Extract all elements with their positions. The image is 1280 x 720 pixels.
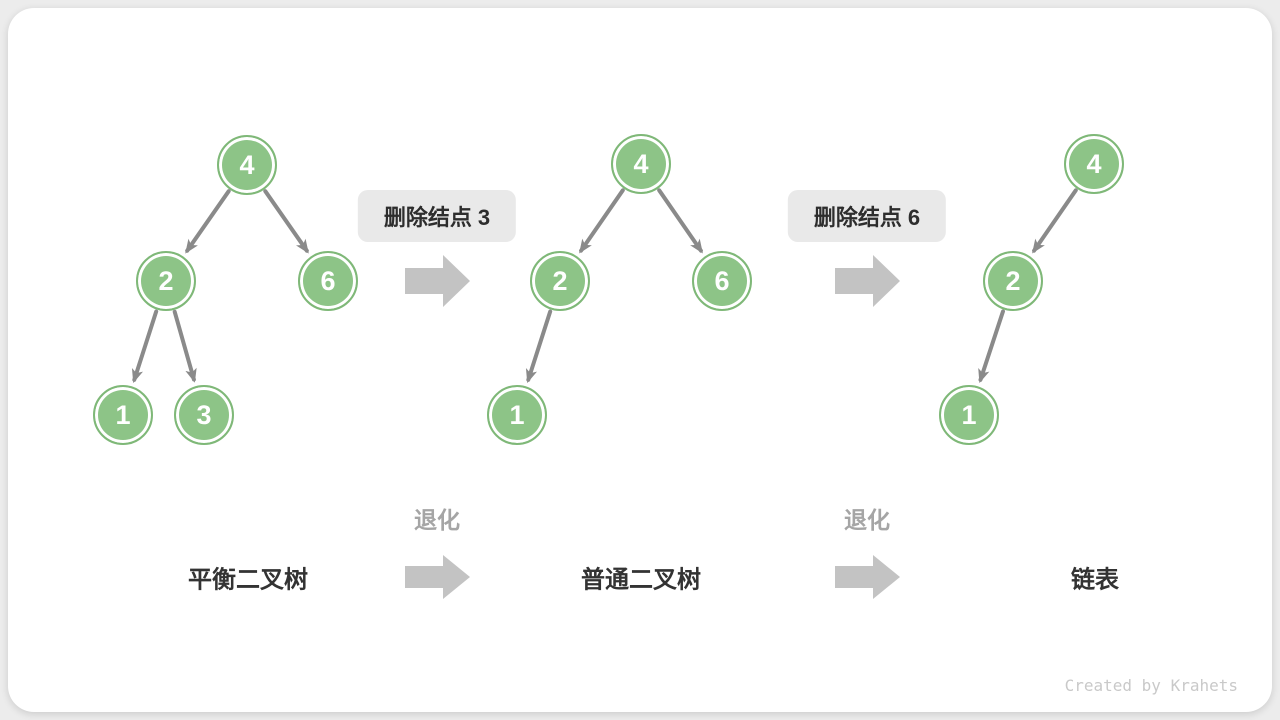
- degrade-label: 退化: [414, 507, 460, 533]
- stage-label-balanced-binary-tree: 平衡二叉树: [188, 566, 308, 594]
- tree-node-linked-list-2: 2: [983, 251, 1043, 311]
- right-arrow-icon: [405, 255, 470, 307]
- right-arrow-icon: [405, 555, 470, 599]
- tree-node-ordinary-binary-tree-4: 4: [611, 134, 671, 194]
- operation-label-delete-node-6: 删除结点 6: [787, 190, 947, 242]
- right-arrow-icon: [835, 555, 900, 599]
- tree-node-ordinary-binary-tree-2: 2: [530, 251, 590, 311]
- degrade-label: 退化: [844, 507, 890, 533]
- tree-node-ordinary-binary-tree-6: 6: [692, 251, 752, 311]
- tree-node-balanced-binary-tree-2: 2: [136, 251, 196, 311]
- right-arrow-icon: [835, 255, 900, 307]
- credit-text: Created by Krahets: [1064, 676, 1238, 695]
- tree-node-linked-list-4: 4: [1064, 134, 1124, 194]
- stage-label-linked-list: 链表: [1071, 566, 1119, 594]
- tree-node-linked-list-1: 1: [939, 385, 999, 445]
- tree-node-balanced-binary-tree-3: 3: [174, 385, 234, 445]
- tree-node-ordinary-binary-tree-1: 1: [487, 385, 547, 445]
- operation-label-delete-node-3: 删除结点 3: [357, 190, 517, 242]
- tree-node-balanced-binary-tree-4: 4: [217, 135, 277, 195]
- tree-node-balanced-binary-tree-6: 6: [298, 251, 358, 311]
- tree-node-balanced-binary-tree-1: 1: [93, 385, 153, 445]
- stage-label-ordinary-binary-tree: 普通二叉树: [581, 566, 701, 594]
- diagram-card: [8, 8, 1272, 712]
